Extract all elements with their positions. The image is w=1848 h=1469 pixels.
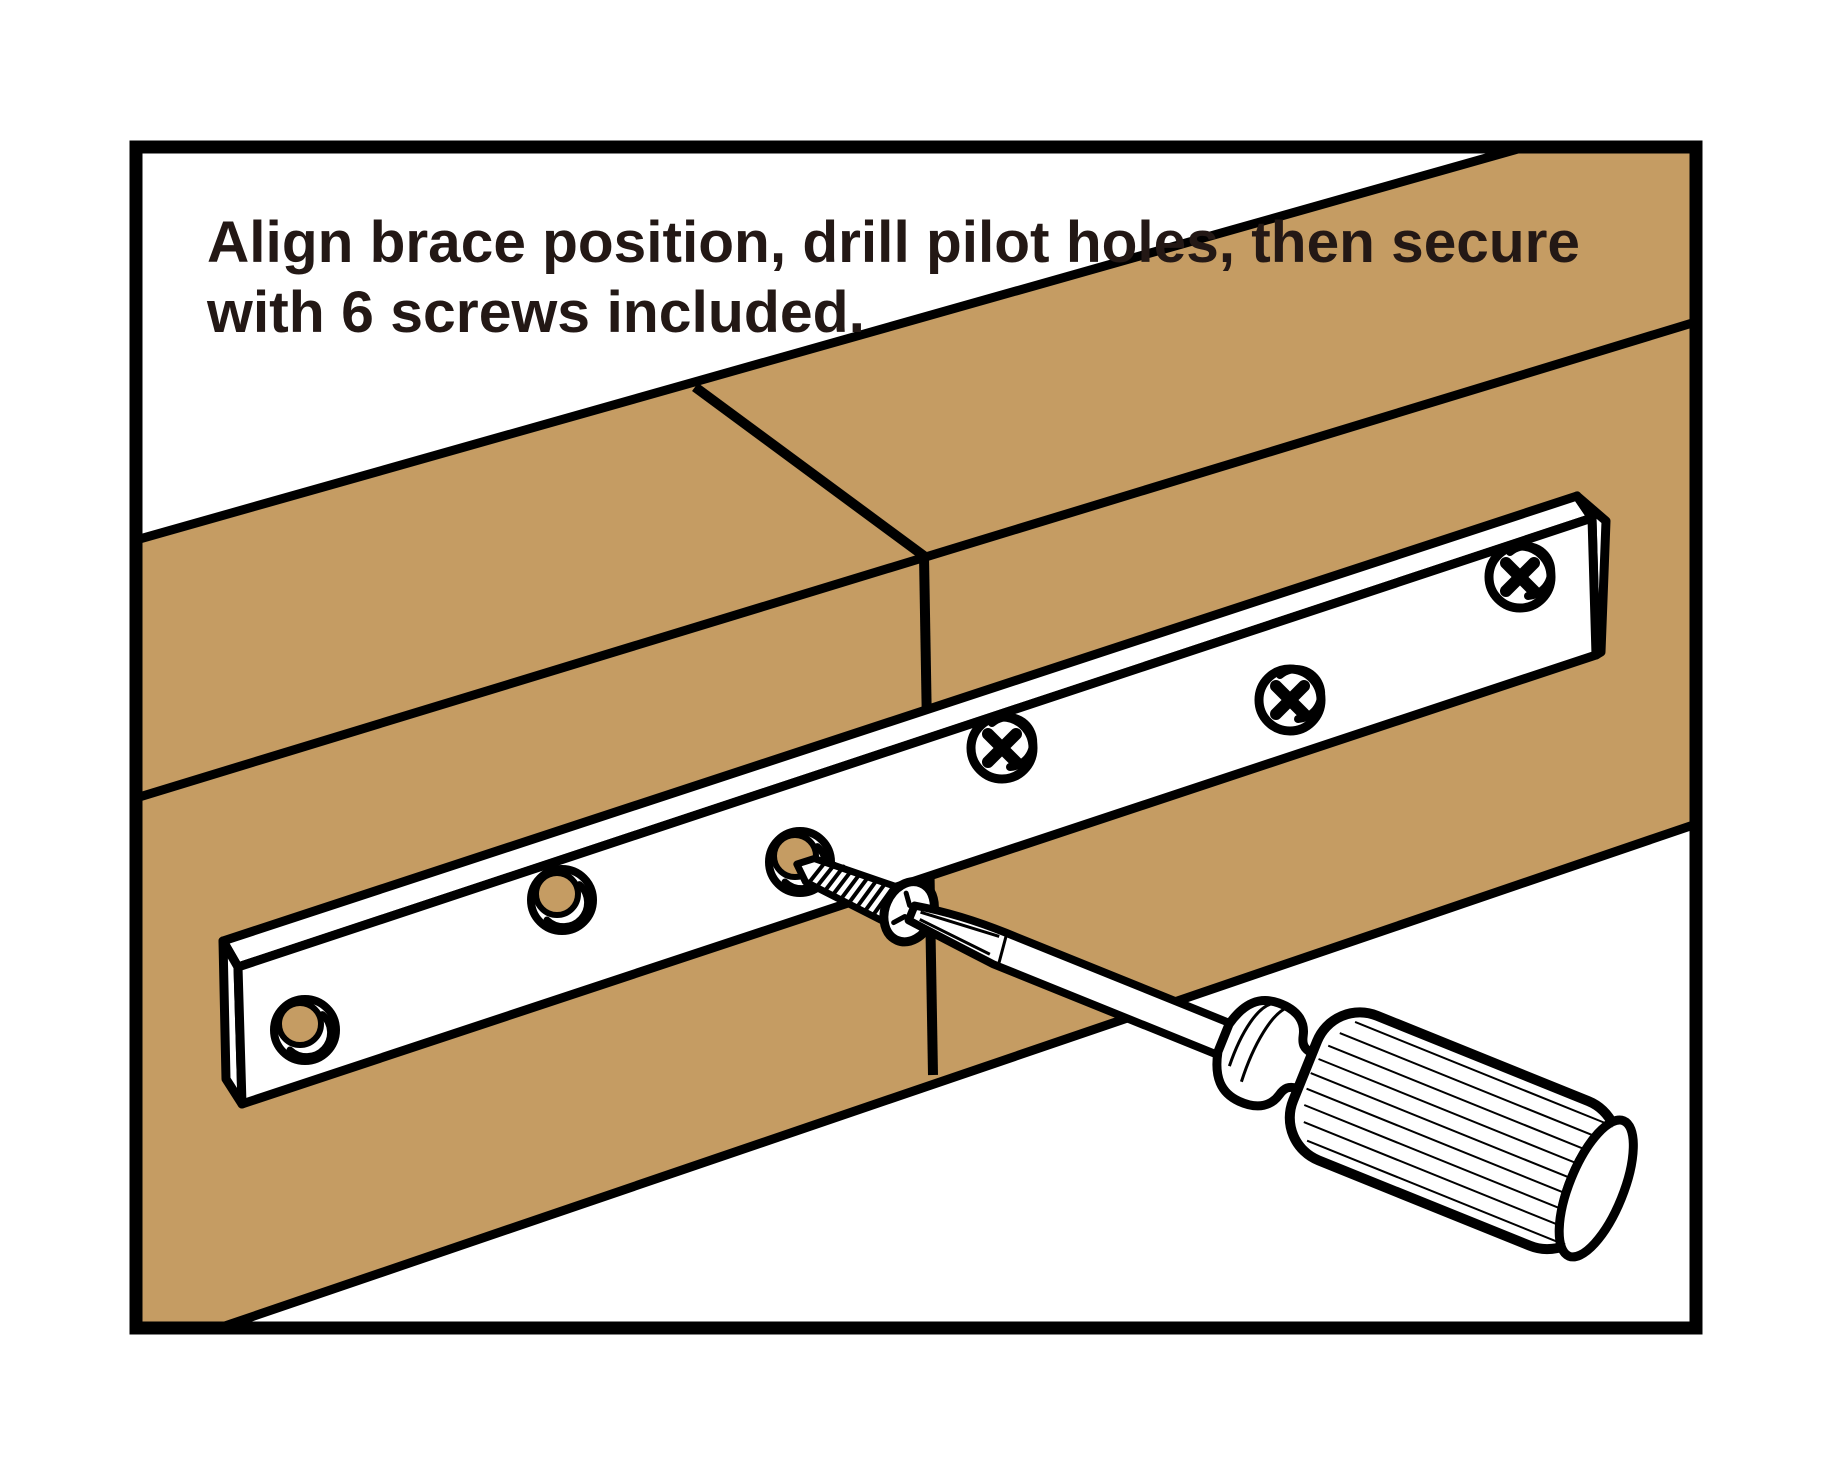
screwdriver-ferrule-lines — [1227, 1001, 1289, 1083]
caption-line-1: Align brace position, drill pilot holes,… — [207, 210, 1580, 275]
driven-screw-phillips-marks — [891, 890, 913, 926]
screwdriver-handle-end-cap — [1554, 1115, 1638, 1262]
board-joint-line-top — [692, 382, 927, 561]
screwdriver — [904, 901, 1638, 1262]
caption: Align brace position, drill pilot holes,… — [206, 210, 1580, 345]
wood-top-front-edge — [142, 318, 1690, 801]
frame-border — [129, 140, 1703, 1335]
pilot-hole-1 — [274, 999, 336, 1061]
installed-screw-icon-1 — [971, 717, 1033, 779]
wood-top-face — [142, 153, 1690, 797]
wood-bottom-edge — [222, 821, 1690, 1322]
plate-front-face — [233, 513, 1601, 1109]
caption-line-2: with 6 screws included. — [206, 280, 865, 345]
screwdriver-end-cap-rim-line — [1555, 1124, 1614, 1247]
mending-plate — [218, 491, 1611, 1109]
installed-screw-icon-3 — [1489, 546, 1551, 608]
installed-screw-icon-2 — [1259, 669, 1321, 731]
wood-top-back-edge — [142, 153, 1521, 543]
screwdriver-blade-grind-lines — [919, 910, 1009, 966]
screwdriver-handle-ribs — [1303, 1021, 1606, 1243]
pilot-hole-2 — [531, 869, 593, 931]
